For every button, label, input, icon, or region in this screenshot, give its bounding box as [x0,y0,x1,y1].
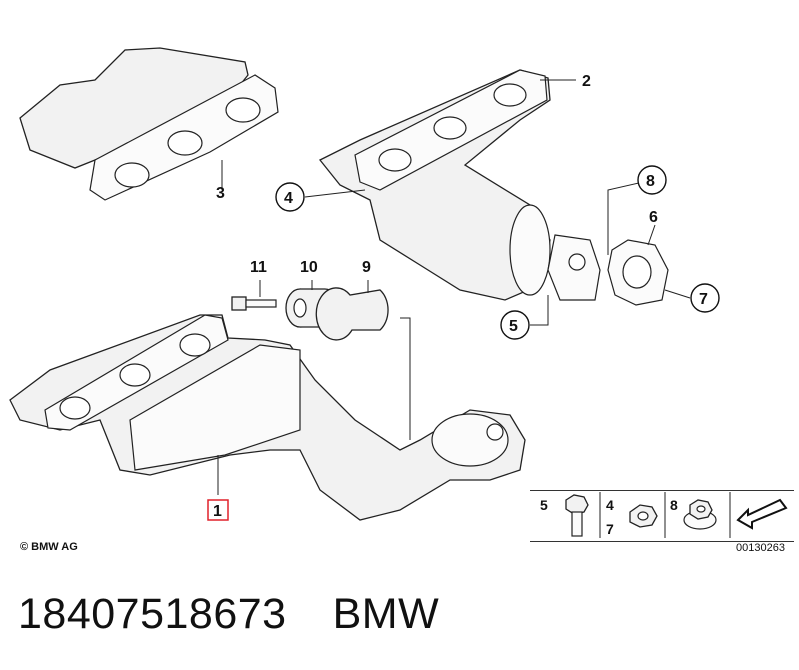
part-number: 18407518673 [18,590,287,638]
legend-number-8: 8 [670,497,678,513]
callout-1: 1 [213,503,222,520]
callout-3: 3 [216,185,225,202]
bolt-part [231,296,277,311]
part-caption: 18407518673 BMW [18,590,485,639]
flange-nut-icon [683,499,717,530]
callout-7: 7 [699,291,708,308]
callout-11: 11 [250,259,267,276]
exploded-parts-diagram: 2 3 4 8 6 7 5 11 10 9 1 [9,47,788,538]
callout-1-highlight [207,499,229,521]
callout-4: 4 [284,190,293,207]
callout-9: 9 [362,259,371,276]
arrow-icon [736,498,788,530]
sealing-ring-part [315,287,389,341]
callout-2: 2 [582,73,591,90]
upper-manifold-part [318,69,601,301]
legend-icons [565,492,788,538]
legend-number-4: 4 [606,497,614,513]
callout-5: 5 [509,318,518,335]
legend-number-5: 5 [540,497,548,513]
brand-name: BMW [332,590,440,638]
legend-number-7: 7 [606,521,614,537]
hex-nut-icon [629,504,658,528]
flange-gasket-part [607,239,669,306]
hardware-legend [530,490,794,542]
callout-6: 6 [649,209,658,226]
callout-10: 10 [300,259,318,276]
hex-bolt-icon [565,494,589,537]
callout-8: 8 [646,173,655,190]
drawing-number: 00130263 [736,542,785,554]
heat-shield-gasket-part [19,47,279,201]
lower-manifold-part [9,314,526,521]
copyright-notice: © BMW AG [20,541,78,553]
